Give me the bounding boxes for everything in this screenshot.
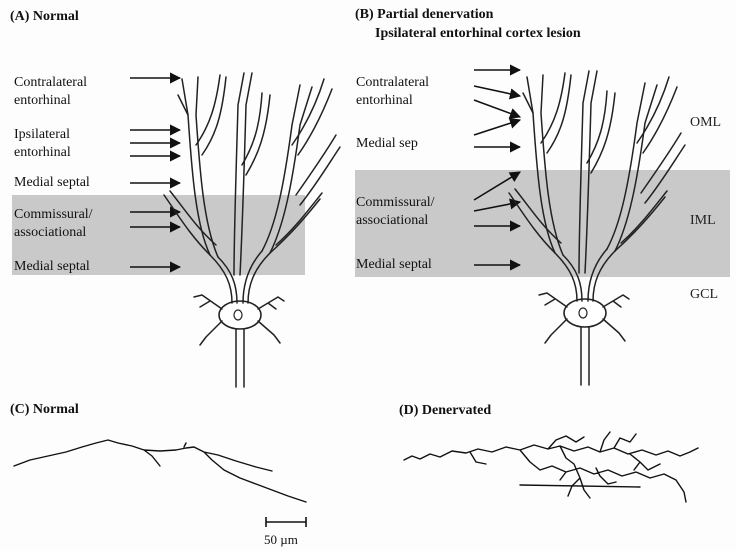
layer-label-oml: OML (690, 115, 721, 130)
panel-c-title: (C) Normal (10, 402, 79, 417)
label-a-ipsilateral-1: Ipsilateral (14, 127, 70, 142)
label-a-commissural-2: associational (14, 225, 86, 240)
label-b-commissural-2: associational (356, 213, 428, 228)
arrow-b-4 (474, 120, 520, 135)
arrow-b-2 (474, 86, 520, 96)
panel-b-title-line2: Ipsilateral entorhinal cortex lesion (375, 26, 581, 41)
label-b-contralateral-2: entorhinal (356, 93, 413, 108)
scale-bar-line (266, 517, 306, 527)
label-a-medial-septal-lower: Medial septal (14, 259, 90, 274)
panel-c: (C) Normal 50 µm (10, 402, 306, 547)
layer-label-iml: IML (690, 213, 716, 228)
label-a-medial-septal-upper: Medial septal (14, 175, 90, 190)
panel-d: (D) Denervated (399, 403, 698, 502)
axon-trace-denervated (404, 432, 698, 502)
label-b-medial-septal-upper: Medial sep (356, 136, 418, 151)
scale-bar: 50 µm (264, 517, 306, 547)
panel-a: (A) Normal Contralateral entorhinal Ipsi… (10, 9, 340, 387)
label-b-contralateral-1: Contralateral (356, 75, 429, 90)
label-a-commissural-1: Commissural/ (14, 207, 93, 222)
label-a-ipsilateral-2: entorhinal (14, 145, 71, 160)
scale-bar-label: 50 µm (264, 532, 298, 547)
label-b-medial-septal-lower: Medial septal (356, 257, 432, 272)
label-a-contralateral-2: entorhinal (14, 93, 71, 108)
panel-a-title: (A) Normal (10, 9, 79, 24)
label-b-commissural-1: Commissural/ (356, 195, 435, 210)
axon-trace-normal (14, 440, 306, 502)
axon-collateral-straight (520, 485, 640, 487)
arrow-b-3 (474, 100, 520, 117)
label-a-contralateral-1: Contralateral (14, 75, 87, 90)
panel-b-title-line1: (B) Partial denervation (355, 7, 494, 22)
panel-d-title: (D) Denervated (399, 403, 491, 418)
layer-label-gcl: GCL (690, 287, 718, 302)
panel-b: (B) Partial denervation Ipsilateral ento… (355, 7, 730, 385)
